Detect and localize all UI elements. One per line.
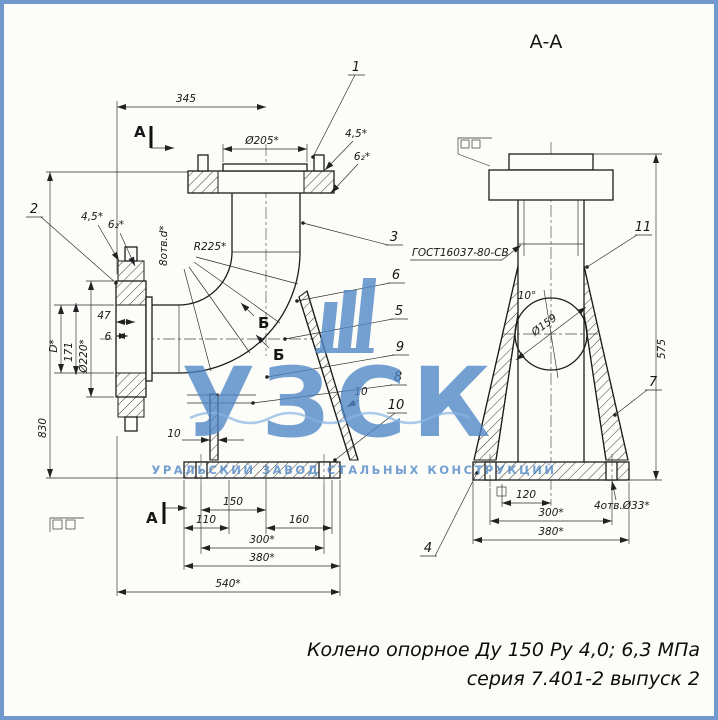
- watermark-wave: [189, 411, 471, 425]
- dim-angle-10: 10°: [518, 290, 537, 302]
- base-plate: [472, 454, 630, 497]
- right-view-dimensions: ГОСТ16037-80-СВ 120 300* 380* 4отв.Ø33*: [410, 153, 668, 544]
- anchor-hole: [605, 461, 618, 481]
- dim-171: 171: [63, 342, 75, 362]
- right-view: А-А Ø159 10°: [410, 31, 668, 557]
- dim-47: 47: [97, 310, 111, 322]
- dim-160: 160: [289, 514, 309, 526]
- callout-4: 4: [424, 541, 432, 556]
- factory-logo-icon: [315, 278, 377, 353]
- vertical-pipe: [231, 193, 301, 253]
- weld-note: 4,5*: [345, 128, 367, 140]
- section-title: А-А: [530, 31, 563, 53]
- callout-8: 8: [394, 370, 402, 385]
- dim-830: 830: [37, 418, 49, 438]
- dim-radius: R225*: [194, 241, 227, 253]
- left-view-dimensions: 345 Ø205* 4,5* 6₂* 4,5* 6₂* 8отв.d* R225…: [37, 93, 370, 596]
- cut-letter-bottom: А: [146, 509, 158, 527]
- callout-2: 2: [30, 202, 38, 217]
- callout-3: 3: [390, 230, 398, 245]
- miter-fan-lines: [183, 256, 299, 372]
- dim-120: 120: [516, 489, 536, 501]
- section-cut-marks: А А: [134, 123, 187, 527]
- view-b-marks: Б Б: [240, 302, 284, 364]
- anchor-holes-note: 4отв.Ø33*: [594, 500, 650, 512]
- weld-symbol: [49, 517, 84, 532]
- thickness-10: 10: [354, 386, 368, 398]
- view-letter-b: Б: [273, 346, 284, 364]
- watermark: УЗСК УРАЛЬСКИЙ ЗАВОД СТАЛЬНЫХ КОНСТРУКЦИ…: [151, 278, 556, 477]
- weld-standard-note: ГОСТ16037-80-СВ: [412, 247, 509, 259]
- callout-1: 1: [352, 60, 360, 75]
- dim-300: 300*: [249, 534, 274, 546]
- dim-6: 6: [105, 331, 112, 343]
- anchor-hole: [318, 461, 331, 479]
- stud-left: [197, 154, 209, 172]
- watermark-acronym: УЗСК: [181, 347, 496, 459]
- bolt-bottom: [117, 396, 145, 418]
- dim-220: Ø220*: [78, 339, 90, 374]
- caption: Колено опорное Ду 150 Ру 4,0; 6,3 МПа се…: [307, 639, 700, 690]
- callout-11: 11: [635, 220, 652, 235]
- view-letter-b: Б: [258, 314, 269, 332]
- thickness-10: 10: [167, 428, 181, 440]
- technical-drawing: 345 Ø205* 4,5* 6₂* 4,5* 6₂* 8отв.d* R225…: [26, 31, 700, 690]
- dim-345: 345: [176, 93, 196, 105]
- stud-right: [313, 154, 325, 172]
- gussets: [473, 265, 629, 461]
- base-plate: [183, 454, 341, 486]
- dim-flange-dia: Ø205*: [244, 135, 279, 147]
- weld-box-symbol: [496, 486, 507, 497]
- elbow-bend: [178, 251, 301, 374]
- dim-300: 300*: [538, 507, 563, 519]
- dim-380: 380*: [249, 552, 274, 564]
- callout-6: 6: [392, 268, 400, 283]
- top-flange: [488, 153, 614, 201]
- bolt-top: [117, 260, 145, 282]
- watermark-company: УРАЛЬСКИЙ ЗАВОД СТАЛЬНЫХ КОНСТРУКЦИЙ: [151, 462, 556, 477]
- dim-hole-dia: Ø159: [529, 312, 560, 339]
- left-view: 345 Ø205* 4,5* 6₂* 4,5* 6₂* 8отв.d* R225…: [26, 60, 409, 596]
- dim-110: 110: [196, 514, 216, 526]
- support-stand: [187, 290, 359, 461]
- dim-380: 380*: [538, 526, 563, 538]
- callout-7: 7: [649, 375, 658, 390]
- right-view-callouts: 11 7 4: [420, 220, 662, 557]
- cut-letter-top: А: [134, 123, 146, 141]
- top-flange: [187, 154, 335, 194]
- callout-5: 5: [395, 304, 403, 319]
- caption-line1: Колено опорное Ду 150 Ру 4,0; 6,3 МПа: [307, 639, 700, 661]
- left-view-callouts: 1 2 3 6 5 9 8 10: [26, 60, 409, 462]
- anchor-hole: [484, 461, 497, 481]
- weld-note: 6₂*: [354, 151, 370, 163]
- bolt-holes-note: 8отв.d*: [158, 225, 170, 266]
- left-flange: [115, 246, 153, 432]
- callout-10: 10: [388, 398, 405, 413]
- weld-note: 4,5*: [81, 211, 103, 223]
- anchor-hole: [195, 461, 208, 479]
- dim-150: 150: [223, 496, 243, 508]
- dim-540: 540*: [215, 578, 240, 590]
- caption-line2: серия 7.401-2 выпуск 2: [467, 668, 700, 690]
- callout-9: 9: [396, 340, 404, 355]
- weld-note: 6₂*: [108, 219, 124, 231]
- dim-575: 575: [656, 339, 668, 359]
- weld-symbol: [457, 137, 492, 167]
